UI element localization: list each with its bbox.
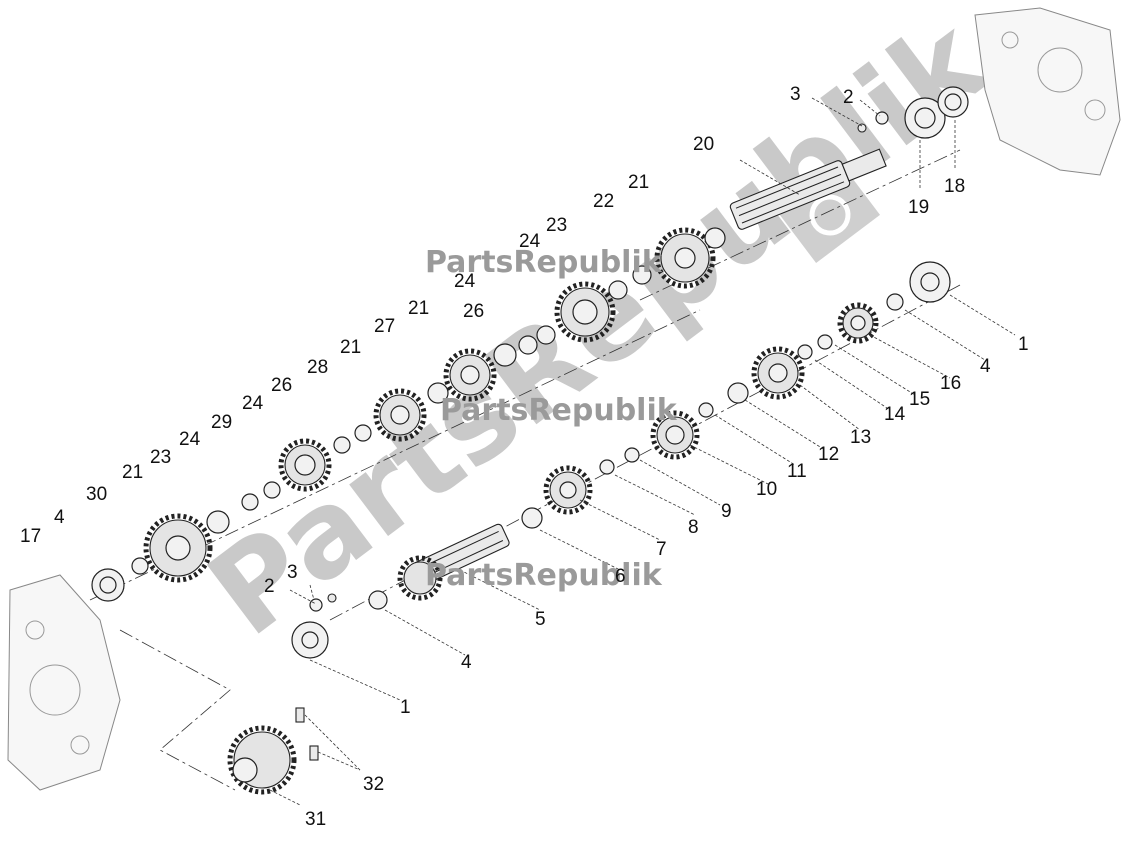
label-27: 27 <box>374 316 395 337</box>
svg-text:PartsRepublik: PartsRepublik <box>425 245 663 280</box>
gear-31 <box>227 725 297 795</box>
gear-29 <box>278 438 332 492</box>
gear-15 <box>837 302 879 344</box>
label-1-left: 1 <box>400 697 411 718</box>
bolt-3-left <box>327 593 337 603</box>
label-2-left: 2 <box>264 576 275 597</box>
label-3-left: 3 <box>287 562 298 583</box>
bushing-21-c <box>427 382 449 404</box>
gear-22 <box>654 227 716 289</box>
label-24-c: 24 <box>242 393 264 414</box>
bushing-23 <box>206 510 230 534</box>
label-32: 32 <box>363 774 384 795</box>
label-4-mid: 4 <box>461 652 472 673</box>
label-3-top: 3 <box>790 84 801 105</box>
label-21-d: 21 <box>122 462 143 483</box>
gear-9 <box>650 410 700 460</box>
label-20: 20 <box>693 134 714 155</box>
ring-10 <box>698 402 714 418</box>
ring-24-top <box>608 265 652 300</box>
washer-4-right <box>886 293 904 311</box>
watermark-small-bottom: PartsRepublik <box>425 558 663 593</box>
label-6: 6 <box>615 566 626 587</box>
label-11: 11 <box>787 461 807 482</box>
label-2-top: 2 <box>843 87 854 108</box>
leader-lines <box>269 97 1016 806</box>
bearing-1-right <box>909 261 951 303</box>
bearing-19 <box>904 97 946 139</box>
label-24-d: 24 <box>179 429 201 450</box>
ring-14 <box>797 334 833 360</box>
bearing-17 <box>91 568 125 602</box>
label-30: 30 <box>86 484 107 505</box>
watermark-small-top: PartsRepublik <box>425 245 663 280</box>
ring-8 <box>599 447 640 475</box>
bushing-21-b <box>493 343 517 367</box>
label-4-right: 4 <box>980 356 991 377</box>
label-22: 22 <box>593 191 614 212</box>
label-14: 14 <box>884 404 906 425</box>
label-5: 5 <box>535 609 546 630</box>
washer-4-left <box>131 557 149 575</box>
label-26-b: 26 <box>271 375 292 396</box>
washer-4-mid <box>368 590 388 610</box>
gear-27 <box>443 348 497 402</box>
label-29: 29 <box>211 412 232 433</box>
bushing-6 <box>521 507 543 529</box>
label-31: 31 <box>305 809 326 830</box>
bushing-11 <box>727 382 749 404</box>
bearing-1-left <box>291 621 329 659</box>
label-13: 13 <box>850 427 871 448</box>
crankcase-right <box>974 7 1121 176</box>
label-24-b: 24 <box>454 271 476 292</box>
label-21-b: 21 <box>408 298 429 319</box>
gear-7 <box>543 465 593 515</box>
label-4-left: 4 <box>54 507 65 528</box>
gear-12 <box>751 346 805 400</box>
label-18: 18 <box>944 176 965 197</box>
screws-32 <box>295 707 319 761</box>
label-23-b: 23 <box>150 447 171 468</box>
washer-2-left <box>309 598 323 612</box>
label-9: 9 <box>721 501 732 522</box>
label-7: 7 <box>656 539 667 560</box>
label-1-right: 1 <box>1018 334 1029 355</box>
label-19: 19 <box>908 197 929 218</box>
gear-23-top <box>554 281 616 343</box>
label-16: 16 <box>940 373 961 394</box>
label-17: 17 <box>20 526 41 547</box>
gear-28 <box>373 388 427 442</box>
crankcase-left <box>7 574 121 791</box>
label-21-c: 21 <box>340 337 361 358</box>
main-shaft <box>729 148 887 230</box>
label-10: 10 <box>756 479 777 500</box>
svg-text:PartsRepublik: PartsRepublik <box>440 393 678 428</box>
bolt-3-top <box>857 123 867 133</box>
part-labels: 1 1 2 2 3 3 4 4 4 5 6 7 8 9 10 11 12 13 … <box>20 84 1029 830</box>
ring-24-b <box>333 424 372 454</box>
seal-18 <box>937 86 969 118</box>
bushing-21-top <box>704 227 726 249</box>
svg-text:PartsRepublik: PartsRepublik <box>425 558 663 593</box>
bottom-axis <box>119 629 236 791</box>
label-15: 15 <box>909 389 930 410</box>
shaft-gear-5 <box>397 555 443 601</box>
washer-2-top <box>875 111 889 125</box>
label-28: 28 <box>307 357 328 378</box>
ring-24-c <box>241 481 281 511</box>
label-12: 12 <box>818 444 839 465</box>
ring-26-top <box>518 325 556 355</box>
label-21-a: 21 <box>628 172 649 193</box>
label-23-a: 23 <box>546 215 567 236</box>
label-8: 8 <box>688 517 699 538</box>
label-26-a: 26 <box>463 301 484 322</box>
watermark-small-mid: PartsRepublik <box>440 393 678 428</box>
gear-30 <box>143 513 213 583</box>
label-24-a: 24 <box>519 231 541 252</box>
